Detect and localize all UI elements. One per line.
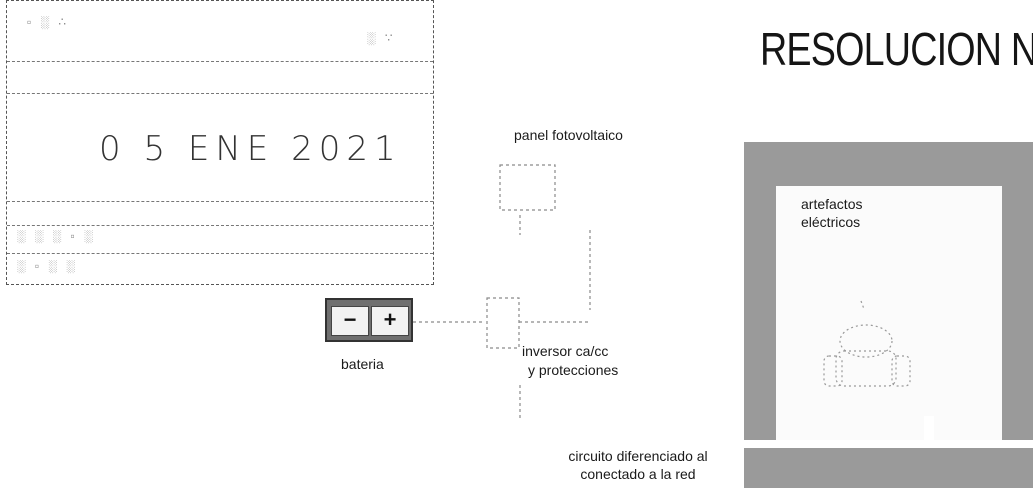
- stamp-smudge-top-right: ░ ∵: [367, 31, 396, 45]
- panel-sketch: [499, 164, 556, 211]
- label-appliances-1: artefactos: [801, 196, 863, 212]
- label-circuit-2: conectado a la red: [580, 466, 696, 482]
- battery-plus: +: [371, 306, 409, 336]
- stamp-smudge-bottom: ░ ▫ ░ ░: [17, 259, 78, 273]
- stamp-divider-upper: [7, 93, 433, 94]
- stamp-smudge-bottom-left: ░ ░ ░ ▫ ░: [17, 229, 96, 243]
- label-appliances-2: eléctricos: [801, 214, 861, 230]
- appliances-area: artefactos eléctricos: [776, 186, 1002, 442]
- inverter-box: [486, 297, 520, 349]
- house-floor-strip: [744, 440, 1033, 448]
- appliances-sketch-icon: [823, 300, 911, 387]
- stamp-divider-top: [7, 61, 433, 62]
- label-inverter-1: inversor ca/cc: [522, 343, 609, 359]
- received-stamp: ▫ ░ ∴ ░ ∵ 0 5 ENE 2021 ░ ░ ░ ▫ ░ ░ ▫ ░ ░: [6, 0, 434, 285]
- battery-minus: −: [331, 306, 369, 336]
- battery-icon: − +: [325, 298, 413, 342]
- label-panel: panel fotovoltaico: [514, 127, 623, 143]
- stamp-divider-lower-2: [7, 225, 433, 226]
- stamp-date: 0 5 ENE 2021: [99, 129, 402, 169]
- resolution-title: RESOLUCION Nº: [760, 23, 1033, 75]
- stamp-smudge-top-left: ▫ ░ ∴: [27, 15, 70, 29]
- house-panel: artefactos eléctricos: [744, 142, 1033, 488]
- label-inverter-2: y protecciones: [528, 362, 619, 378]
- house-notch: [924, 416, 934, 446]
- label-circuit-1: circuito diferenciado al: [568, 448, 708, 464]
- stamp-divider-lower: [7, 201, 433, 202]
- label-battery: bateria: [341, 356, 384, 372]
- stamp-divider-bottom: [7, 253, 433, 254]
